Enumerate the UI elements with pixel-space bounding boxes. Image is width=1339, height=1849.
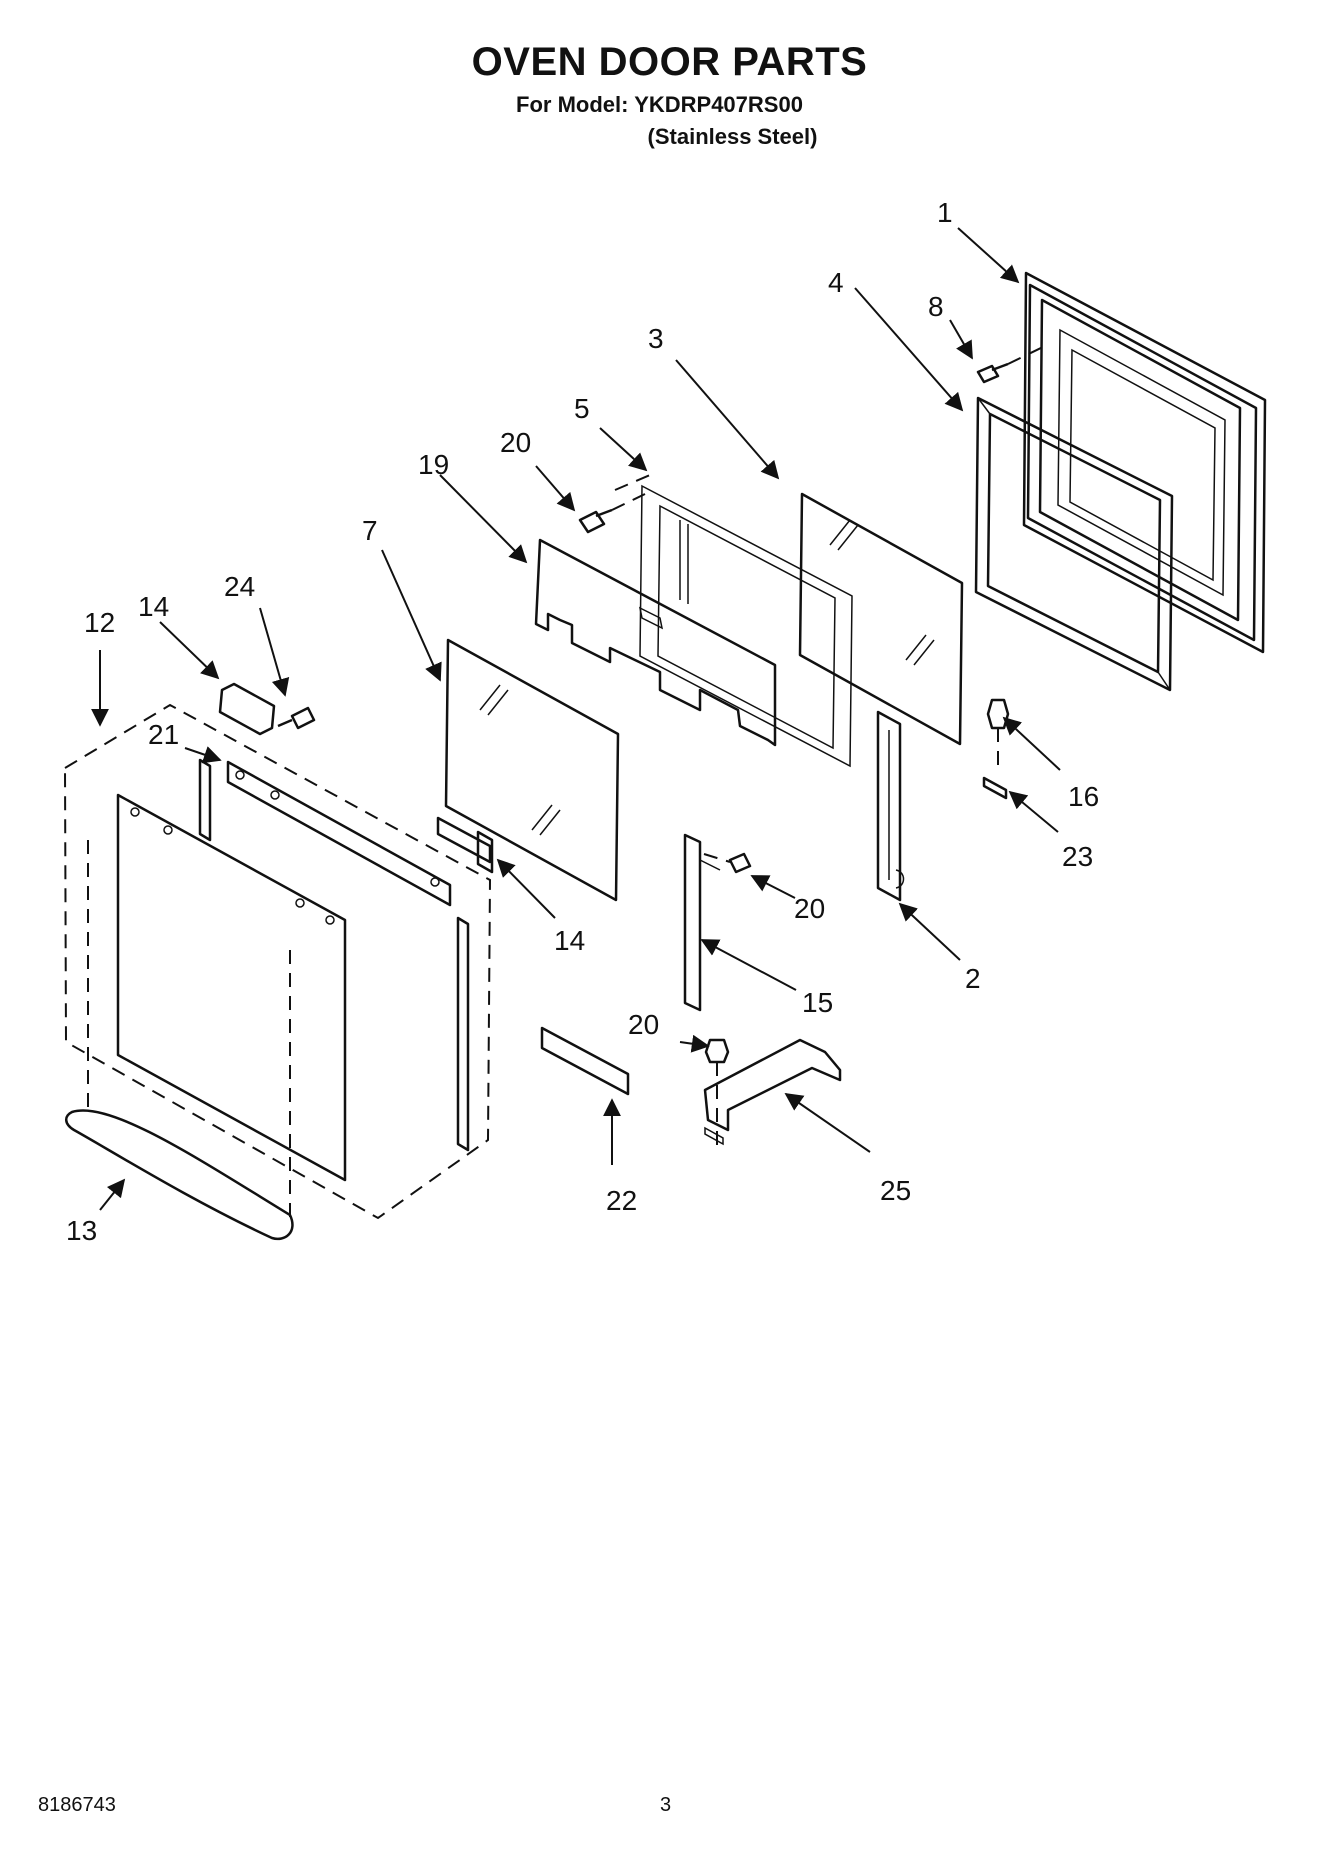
finish-line: (Stainless Steel) xyxy=(647,124,818,149)
callout-14-upper: 14 xyxy=(138,591,169,622)
callout-20-middle: 20 xyxy=(794,893,825,924)
callout-22: 22 xyxy=(606,1185,637,1216)
part-12-outer-door-dashed xyxy=(63,703,492,1220)
part-15-latch-bracket xyxy=(683,833,721,1012)
callout-14-lower: 14 xyxy=(554,925,585,956)
part-14-bracket-lower xyxy=(436,816,494,874)
part-24-screw xyxy=(277,706,316,730)
callout-8: 8 xyxy=(928,291,944,322)
leader-lines xyxy=(91,227,1061,1211)
part-3-inner-glass xyxy=(798,492,964,746)
callout-5: 5 xyxy=(574,393,590,424)
page-number: 3 xyxy=(660,1794,672,1816)
callout-19: 19 xyxy=(418,449,449,480)
outer-door-panel xyxy=(87,793,347,1222)
callout-7: 7 xyxy=(362,515,378,546)
callout-12: 12 xyxy=(84,607,115,638)
part-4-door-frame xyxy=(974,396,1174,692)
callout-numbers: 1 2 3 4 5 7 8 12 13 14 14 15 16 19 20 20… xyxy=(66,197,1099,1246)
callout-16: 16 xyxy=(1068,781,1099,812)
model-line: For Model: YKDRP407RS00 xyxy=(516,92,803,117)
callout-13: 13 xyxy=(66,1215,97,1246)
part-20-screw-middle xyxy=(703,852,752,874)
callout-25: 25 xyxy=(880,1175,911,1206)
part-14-bracket-upper xyxy=(218,682,276,736)
part-2-hinge xyxy=(876,710,905,902)
callout-2: 2 xyxy=(965,963,981,994)
part-20-screw-upper xyxy=(578,493,646,534)
part-8-screw xyxy=(976,345,1046,384)
page-title: OVEN DOOR PARTS xyxy=(471,40,868,84)
document-number: 8186743 xyxy=(38,1794,116,1816)
part-16-screw xyxy=(986,698,1010,770)
callout-20-upper: 20 xyxy=(500,427,531,458)
part-13-handle xyxy=(65,1109,294,1241)
callout-4: 4 xyxy=(828,267,844,298)
part-19-air-deflector xyxy=(534,538,777,747)
callout-24: 24 xyxy=(224,571,255,602)
callout-15: 15 xyxy=(802,987,833,1018)
part-1-door-outer-frame xyxy=(1022,271,1267,654)
part-5-inner-door-panel xyxy=(614,474,853,768)
door-side-strips xyxy=(198,758,470,1152)
part-7-glass xyxy=(444,638,620,902)
callout-3: 3 xyxy=(648,323,664,354)
part-23-clip xyxy=(982,776,1008,800)
callout-1: 1 xyxy=(937,197,953,228)
part-25-support-bracket xyxy=(703,1038,842,1146)
part-21-top-trim xyxy=(226,760,452,907)
callout-21: 21 xyxy=(148,719,179,750)
callout-20-lower: 20 xyxy=(628,1009,659,1040)
part-22-bottom-strip xyxy=(540,1026,630,1096)
callout-23: 23 xyxy=(1062,841,1093,872)
